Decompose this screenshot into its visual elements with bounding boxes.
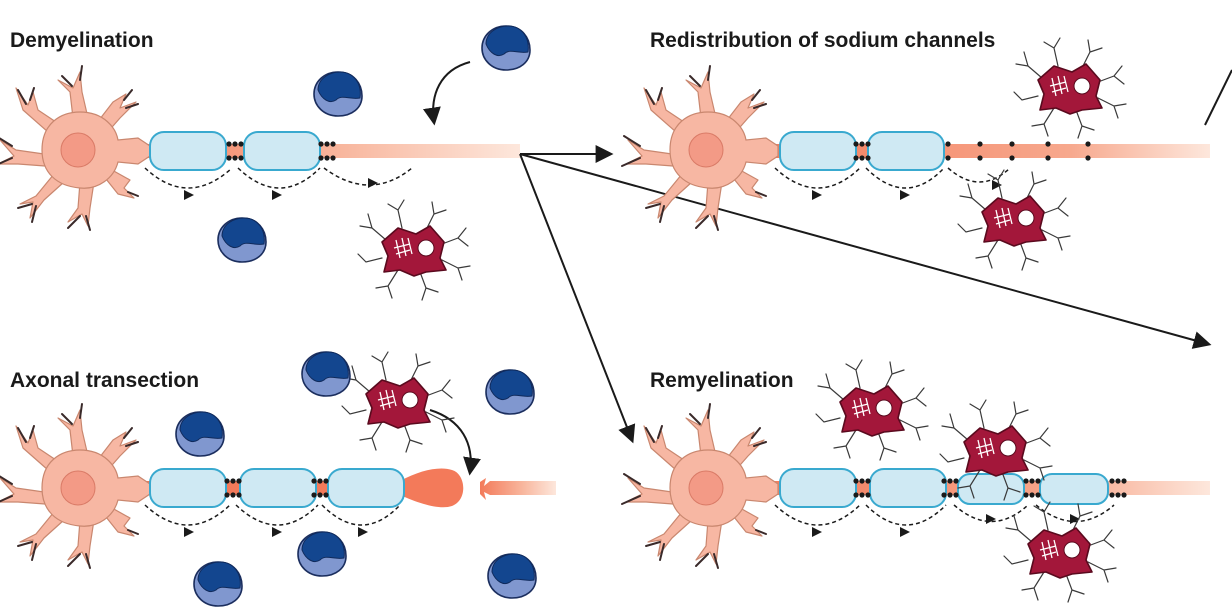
panel-remyelination: Remyelination <box>621 359 1210 603</box>
panel-sodium-redistribution: Redistribution of sodium channels <box>621 29 1210 271</box>
neuron-body <box>621 403 779 569</box>
transected-axon-segment <box>480 478 556 500</box>
remyelinated-sheath <box>957 473 1025 505</box>
panel-demyelination: Demyelination <box>0 25 531 301</box>
microglia <box>357 199 471 301</box>
arrow-to-remyelination <box>519 153 636 444</box>
redistributed-sodium-channels <box>945 141 1091 161</box>
lymphocyte <box>487 553 537 599</box>
panel-axonal-transection: Axonal transection <box>0 351 556 607</box>
panel-title-sodium-redistribution: Redistribution of sodium channels <box>650 29 995 52</box>
microglia <box>1003 501 1117 603</box>
saltatory-conduction-arrows <box>144 504 401 526</box>
neuron-body <box>0 65 151 231</box>
microglia <box>1013 37 1127 139</box>
arrow-to-next-stage <box>519 153 1212 349</box>
myelin-sheath <box>149 468 227 508</box>
lymphocyte <box>313 71 363 117</box>
arrow-to-next-stage-top <box>1204 69 1232 126</box>
myelin-sheath <box>869 468 947 508</box>
myelin-sheath <box>867 131 945 171</box>
myelin-sheath <box>327 468 405 508</box>
microglia <box>957 169 1071 271</box>
myelin-sheath <box>243 131 321 171</box>
myelin-sheath <box>149 131 227 171</box>
microglia <box>815 359 929 461</box>
myelin-sheath <box>779 468 857 508</box>
saltatory-conduction-arrows <box>774 167 1011 189</box>
myelin-sheath <box>239 468 317 508</box>
neuron-body <box>621 65 779 231</box>
panel-title-demyelination: Demyelination <box>10 29 154 52</box>
lymphocyte <box>301 351 351 397</box>
infiltration-arrow <box>422 61 471 126</box>
lymphocyte <box>297 531 347 577</box>
myelin-sheath <box>779 131 857 171</box>
lymphocyte <box>485 369 535 415</box>
pathway-arrows <box>519 69 1232 444</box>
neuron-body <box>0 403 151 569</box>
panel-title-remyelination: Remyelination <box>650 369 794 392</box>
transection-arrow <box>429 409 481 476</box>
panel-title-axonal-transection: Axonal transection <box>10 369 199 392</box>
axonal-end-bulb <box>400 468 464 508</box>
saltatory-conduction-arrows <box>144 167 413 189</box>
lymphocyte <box>193 561 243 607</box>
lymphocyte <box>175 411 225 457</box>
lymphocyte <box>481 25 531 71</box>
axon <box>740 144 1210 158</box>
microglia <box>341 351 455 453</box>
remyelinated-sheath <box>1039 473 1109 505</box>
lymphocyte <box>217 217 267 263</box>
